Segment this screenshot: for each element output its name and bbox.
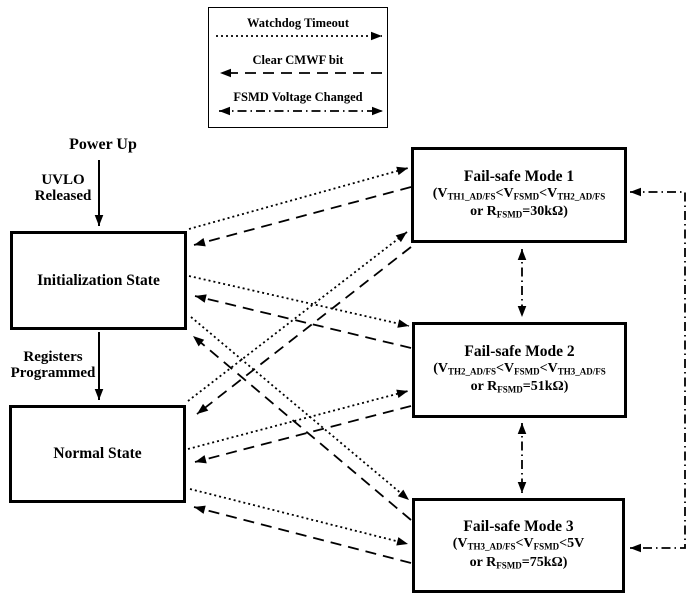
fail-safe-mode-1-node: Fail-safe Mode 1 (VTH1_AD/FS<VFSMD<VTH2_… — [411, 147, 627, 243]
fsmd-fs1-fs3-right-loop-arrowhead — [630, 543, 641, 553]
uvlo-released-line1: UVLO — [41, 172, 85, 188]
legend-box: Watchdog Timeout Clear CMWF bit FSMD Vol… — [208, 7, 388, 128]
initialization-state-label: Initialization State — [37, 271, 160, 289]
fsmd-fs2-fs3 — [517, 423, 527, 493]
fail-safe-mode-3-title: Fail-safe Mode 3 — [463, 518, 574, 536]
clear-cmwf-fs2-to-normal-arrowhead — [195, 455, 207, 464]
clear-cmwf-fs2-to-normal — [194, 405, 412, 464]
normal-state-label: Normal State — [53, 445, 142, 462]
legend-label-fsmd-voltage-changed: FSMD Voltage Changed — [233, 90, 363, 104]
fail-safe-mode-2-title: Fail-safe Mode 2 — [464, 342, 575, 360]
watchdog-init-to-fs3-arrowhead — [397, 489, 409, 500]
initialization-state-node: Initialization State — [10, 231, 187, 330]
fsmd-fs1-fs2 — [517, 249, 527, 317]
uvlo-released-label: UVLO Released — [8, 172, 118, 204]
watchdog-init-to-fs1-arrowhead — [396, 166, 408, 176]
clear-cmwf-fs2-to-init-arrowhead — [195, 294, 207, 303]
clear-cmwf-fs1-to-init — [193, 186, 412, 247]
fail-safe-mode-3-condition: (VTH3_AD/FS<VFSMD<5V — [452, 536, 585, 552]
clear-cmwf-fs2-to-init — [194, 294, 412, 349]
fail-safe-mode-2-node: Fail-safe Mode 2 (VTH2_AD/FS<VFSMD<VTH3_… — [412, 322, 627, 418]
registers-programmed-label: Registers Programmed — [0, 349, 108, 381]
watchdog-normal-to-fs1-arrowhead — [395, 232, 407, 243]
clear-cmwf-fs1-to-init-arrowhead — [194, 238, 206, 247]
watchdog-normal-to-fs3-arrowhead — [396, 537, 408, 546]
fail-safe-mode-3-resistor: or RFSMD=75kΩ) — [469, 554, 568, 570]
fsmd-fs1-fs3-right-loop-arrowhead — [630, 187, 641, 197]
registers-programmed-line2: Programmed — [10, 365, 96, 381]
uvlo-released-line2: Released — [34, 188, 92, 204]
fsmd-fs2-fs3-arrowhead — [517, 482, 527, 493]
clear-cmwf-fs3-to-normal-arrowhead — [194, 505, 206, 514]
clear-cmwf-fs3-to-init-arrowhead — [193, 336, 205, 347]
clear-cmwf-fs1-to-normal-arrowhead — [197, 403, 209, 414]
fail-safe-mode-1-condition: (VTH1_AD/FS<VFSMD<VTH2_AD/FS — [432, 185, 606, 201]
clear-cmwf-fs3-to-init — [192, 335, 412, 521]
fail-safe-mode-2-condition: (VTH2_AD/FS<VFSMD<VTH3_AD/FS — [433, 360, 606, 376]
fsmd-fs1-fs2-arrowhead — [517, 306, 527, 317]
legend-label-watchdog-timeout: Watchdog Timeout — [247, 16, 349, 30]
normal-state-node: Normal State — [9, 405, 186, 503]
watchdog-normal-to-fs2-arrowhead — [396, 389, 408, 398]
watchdog-init-to-fs1 — [188, 166, 409, 230]
powerup-to-init-arrow-arrowhead — [94, 215, 104, 226]
watchdog-normal-to-fs3 — [189, 488, 409, 546]
fsmd-fs2-fs3-arrowhead — [517, 423, 527, 434]
registers-programmed-line1: Registers — [23, 349, 83, 365]
clear-cmwf-fs3-to-normal — [193, 505, 412, 564]
power-up-label: Power Up — [69, 136, 137, 153]
watchdog-init-to-fs2-arrowhead — [397, 319, 409, 328]
watchdog-init-to-fs3 — [190, 316, 410, 501]
fail-safe-mode-3-node: Fail-safe Mode 3 (VTH3_AD/FS<VFSMD<5V or… — [412, 498, 625, 593]
clear-cmwf-fs1-to-normal — [196, 246, 412, 415]
legend-label-clear-cmwf-bit: Clear CMWF bit — [252, 53, 344, 67]
fsmd-fs1-fs2-arrowhead — [517, 249, 527, 260]
fsmd-fs1-fs3-right-loop — [630, 187, 686, 553]
fail-safe-mode-1-resistor: or RFSMD=30kΩ) — [470, 204, 568, 220]
watchdog-normal-to-fs1 — [187, 231, 408, 402]
fail-safe-mode-2-resistor: or RFSMD=51kΩ) — [470, 379, 569, 395]
init-to-normal-arrow-arrowhead — [94, 389, 104, 400]
watchdog-normal-to-fs2 — [187, 389, 409, 450]
fail-safe-mode-1-title: Fail-safe Mode 1 — [463, 167, 575, 185]
watchdog-init-to-fs2 — [188, 275, 410, 328]
